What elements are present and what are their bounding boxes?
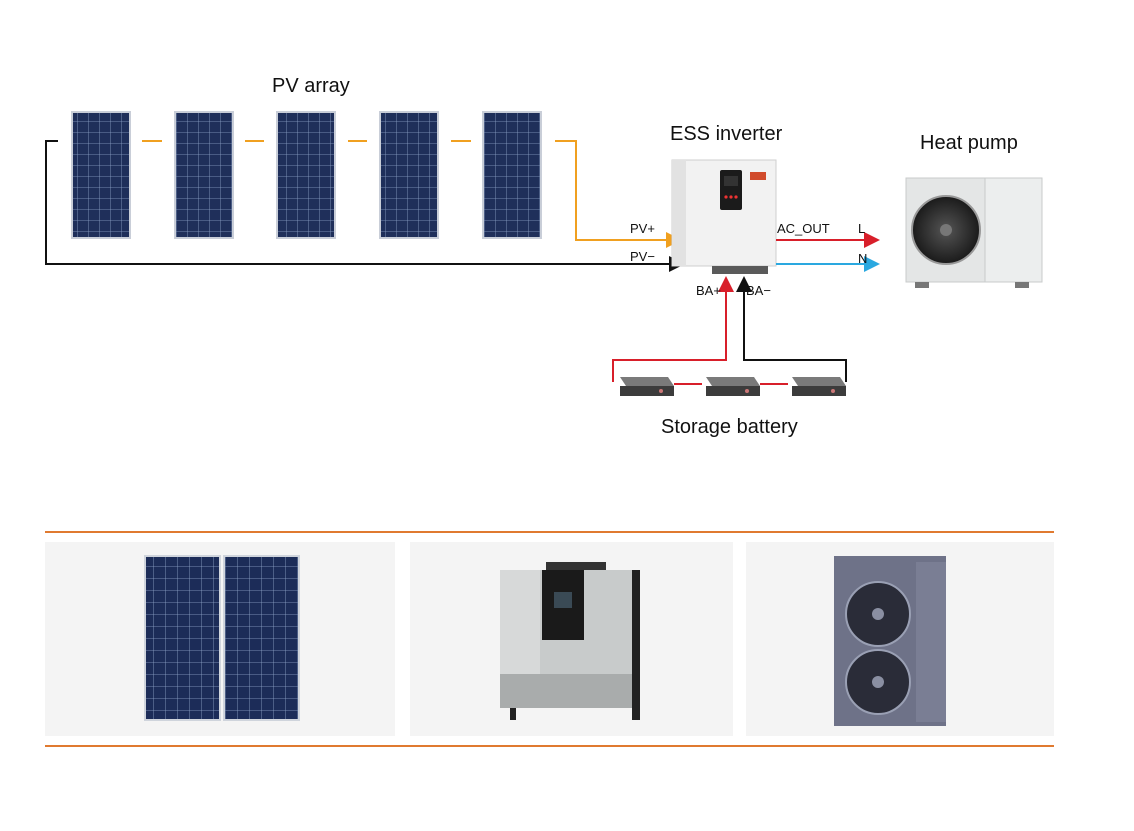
ac-out-label: AC_OUT [777,221,830,236]
storage-battery-title: Storage battery [661,416,798,438]
heat-pump-device [905,177,1043,288]
battery-3 [792,377,846,396]
battery-minus-wire [736,276,847,382]
ba-minus-label: BA− [746,283,771,298]
ess-inverter-device [671,159,777,274]
product-tile-inverter [410,542,733,736]
pv-minus-label: PV− [630,249,655,264]
pv-plus-label: PV+ [630,221,655,236]
pv-panel-4 [379,111,439,239]
battery-2 [706,377,760,396]
battery-1 [620,377,674,396]
pv-panels-illustration [144,555,300,721]
heat-pump-title: Heat pump [920,132,1018,154]
ba-plus-label: BA+ [696,283,721,298]
pv-panel-5 [482,111,542,239]
inverter-illustration [500,562,640,720]
heat-pump-illustration [834,556,946,726]
pv-array-title: PV array [272,75,350,97]
pv-panel-2 [174,111,234,239]
pv-panel-3 [276,111,336,239]
product-tile-pv-panels [45,542,395,736]
line-n-label: N [858,251,868,266]
product-tile-heat-pump [746,542,1054,736]
pv-panel-1 [71,111,131,239]
ess-inverter-title: ESS inverter [670,123,783,145]
pv-minus-wire [45,140,685,272]
pv-plus-wire [555,140,682,248]
line-l-label: L [858,221,866,236]
battery-plus-wire [612,276,734,382]
